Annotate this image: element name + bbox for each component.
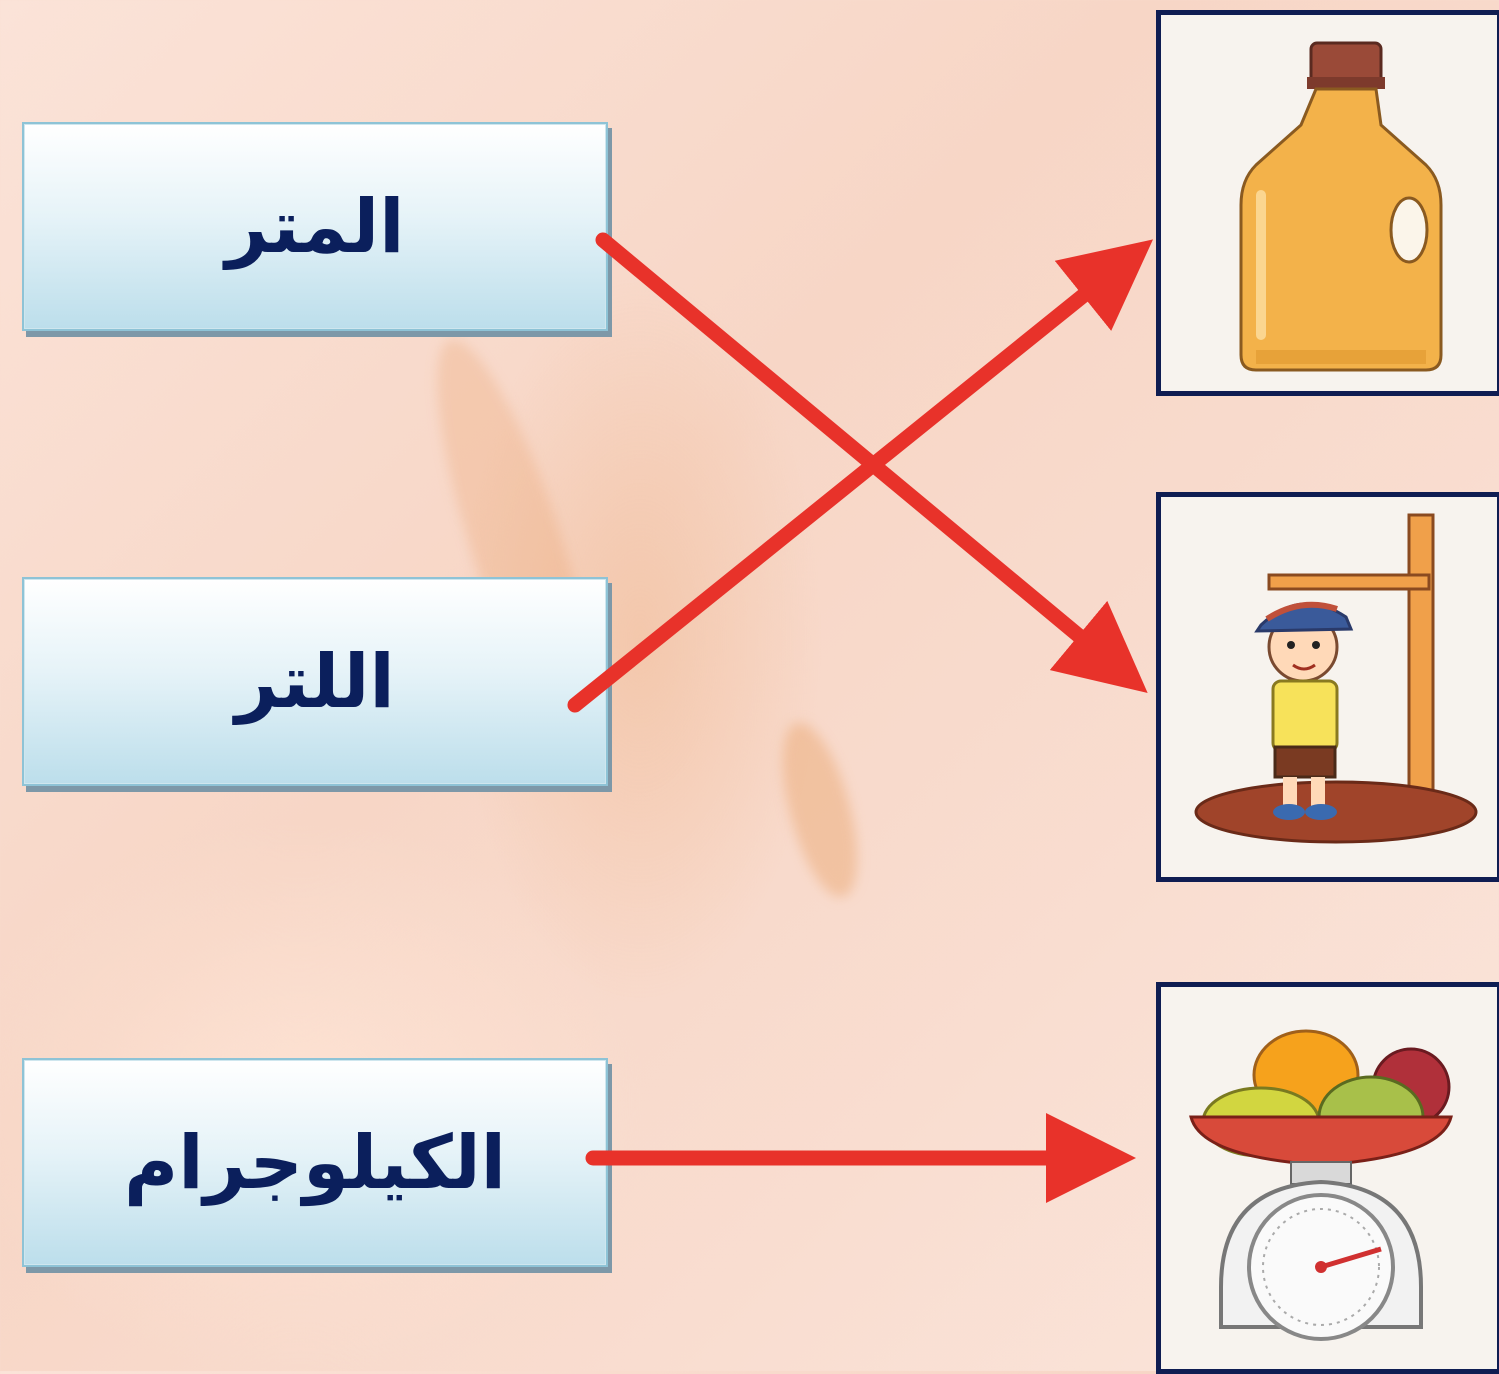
picture-box-bottle[interactable] bbox=[1156, 10, 1499, 396]
arrow-liter-to-bottle bbox=[567, 239, 1154, 713]
fruit-scale-icon bbox=[1189, 1029, 1453, 1341]
word-box-liter[interactable]: اللتر bbox=[22, 577, 608, 786]
juice-bottle-icon bbox=[1239, 41, 1443, 372]
arrow-meter-to-height bbox=[595, 232, 1148, 694]
picture-box-height[interactable] bbox=[1156, 492, 1499, 882]
height-measure-icon bbox=[1194, 513, 1478, 844]
word-box-meter[interactable]: المتر bbox=[22, 122, 608, 331]
word-label: المتر bbox=[225, 183, 405, 270]
word-label: اللتر bbox=[235, 638, 395, 725]
word-box-kilogram[interactable]: الكيلوجرام bbox=[22, 1058, 608, 1267]
background-streak bbox=[767, 715, 873, 905]
picture-box-scale[interactable] bbox=[1156, 982, 1499, 1374]
word-label: الكيلوجرام bbox=[124, 1119, 506, 1206]
